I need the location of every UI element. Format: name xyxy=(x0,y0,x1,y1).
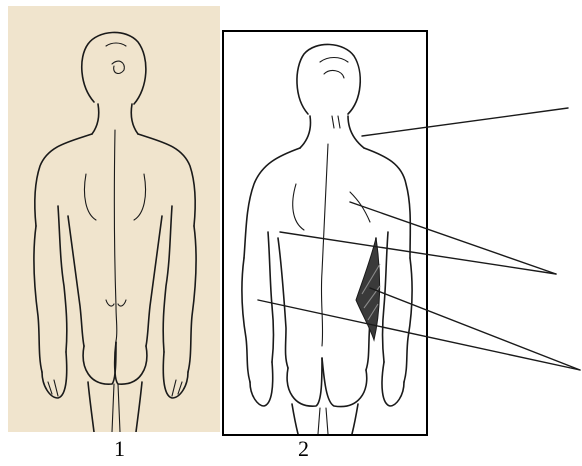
pointer-line-2b xyxy=(280,232,556,274)
figure-1-label: 1 xyxy=(114,438,125,460)
pointer-line-1 xyxy=(362,108,568,136)
pointer-line-3a xyxy=(370,288,580,370)
pointer-line-3b xyxy=(258,300,580,370)
pointer-line-2a xyxy=(350,202,556,274)
figure-2-label: 2 xyxy=(298,438,309,460)
